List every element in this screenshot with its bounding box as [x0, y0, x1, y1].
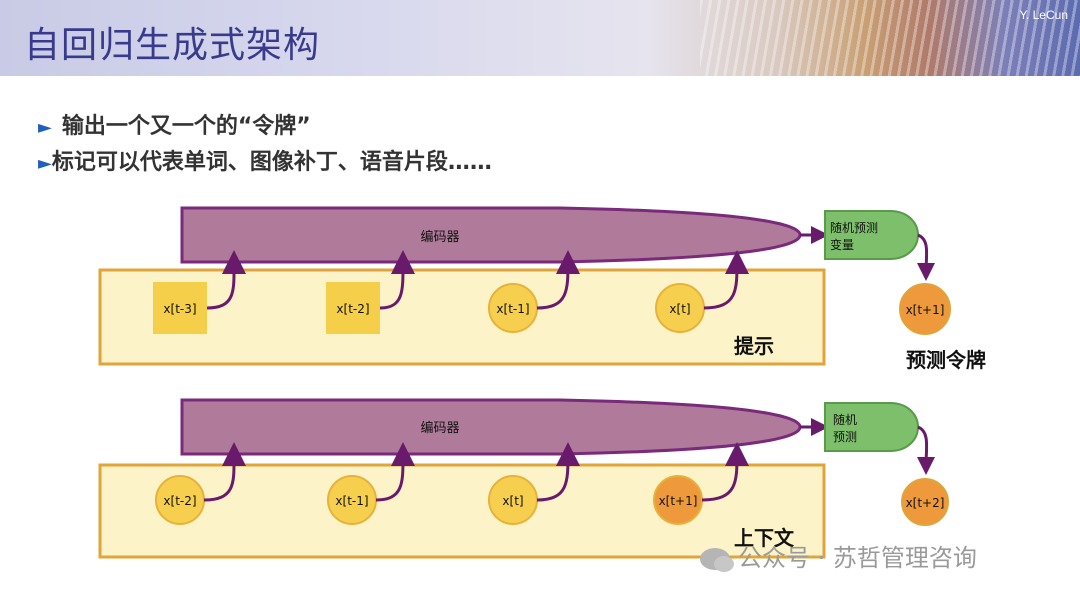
- prompt-context-box: [98, 268, 826, 366]
- predicted-token-caption: 预测令牌: [906, 348, 986, 372]
- prompt-label: 提示: [734, 334, 774, 358]
- encoder-shape: [180, 206, 802, 264]
- input-token-square: [326, 282, 380, 334]
- bullet-1-text: 输出一个又一个的“令牌”: [61, 114, 311, 139]
- encoder-label: 编码器: [420, 421, 459, 436]
- bullet-marker-icon: ►: [38, 117, 52, 138]
- input-token-label: x[t]: [669, 302, 690, 316]
- input-arrow: [206, 250, 247, 310]
- bullet-1: ► 输出一个又一个的“令牌”: [38, 108, 311, 140]
- author-label: Y. LeCun: [1019, 8, 1069, 22]
- encoder-label: 编码器: [420, 230, 459, 245]
- sampler-to-output-arrow: [917, 233, 936, 281]
- input-token-label: x[t-2]: [336, 302, 369, 316]
- input-token-label: x[t-1]: [496, 302, 529, 316]
- input-arrow: [703, 250, 749, 310]
- bullet-marker-icon: ►: [38, 153, 52, 174]
- watermark: 公众号 · 苏哲管理咨询: [700, 538, 977, 573]
- input-token-label: x[t+1]: [659, 494, 698, 508]
- input-arrow: [536, 250, 580, 310]
- sampler-label-line1: 随机预测: [830, 220, 878, 235]
- output-token-label: x[t+2]: [906, 496, 945, 510]
- sampler-to-output-arrow: [917, 425, 936, 475]
- encoder-shape: [180, 398, 802, 456]
- input-token-label: x[t-2]: [163, 494, 196, 508]
- sampler-label-line1: 随机: [833, 412, 857, 427]
- sampler-label-line2: 预测: [833, 430, 857, 444]
- slide-header: 自回归生成式架构 Y. LeCun: [0, 0, 1080, 76]
- input-token-label: x[t-3]: [163, 302, 196, 316]
- input-arrow: [536, 442, 580, 502]
- header-decoration: [700, 0, 1080, 76]
- input-arrow: [701, 442, 749, 502]
- input-arrow: [375, 442, 416, 502]
- output-token-label: x[t+1]: [906, 303, 945, 317]
- output-token-circle: [901, 478, 949, 526]
- context-label: 上下文: [734, 526, 794, 550]
- context-box: [98, 463, 826, 559]
- bullet-2: ►标记可以代表单词、图像补丁、语音片段……: [38, 144, 492, 176]
- watermark-text: 公众号 · 苏哲管理咨询: [738, 544, 977, 572]
- input-token-label: x[t]: [502, 494, 523, 508]
- sampler-label-line2: 变量: [830, 237, 854, 252]
- slide-title: 自回归生成式架构: [24, 25, 321, 66]
- input-token-label: x[t-1]: [335, 494, 368, 508]
- output-token-circle: [899, 283, 951, 335]
- wechat-icon: [700, 548, 734, 572]
- input-arrow: [379, 250, 416, 310]
- bullet-2-text: 标记可以代表单词、图像补丁、语音片段……: [51, 150, 492, 175]
- input-arrow: [203, 442, 247, 502]
- input-token-square: [153, 282, 207, 334]
